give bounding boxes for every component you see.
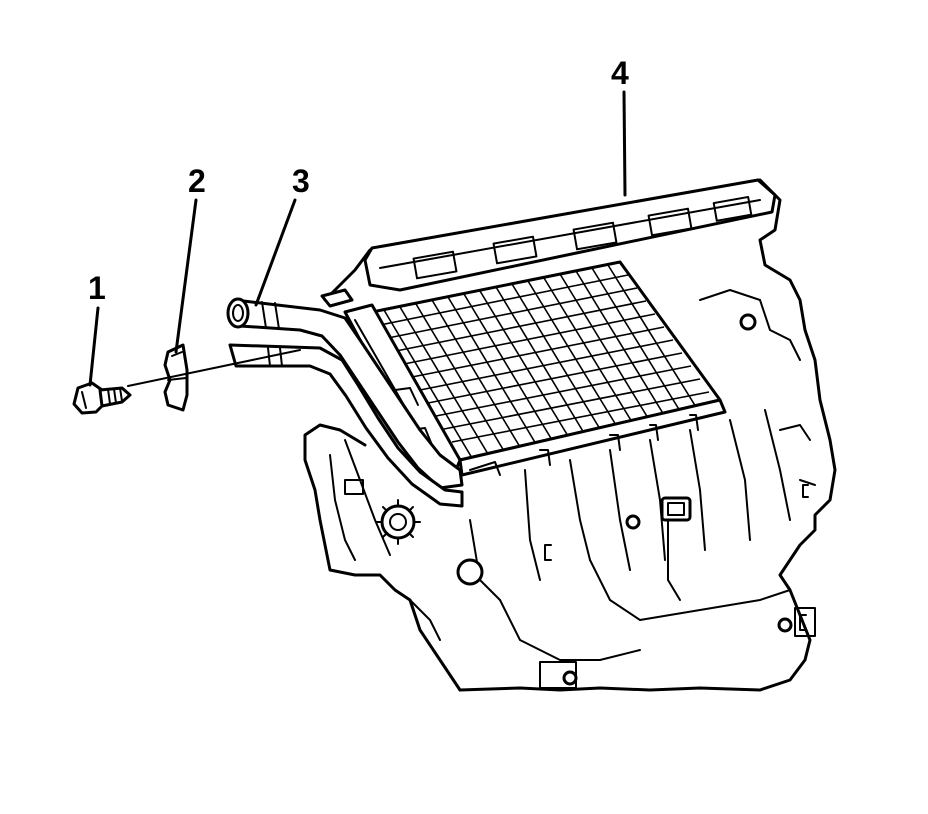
screw (72, 381, 132, 415)
actuator-gear (375, 499, 421, 545)
leader-line-1 (88, 306, 100, 387)
leader-line-2 (174, 198, 198, 354)
heater-core (343, 178, 777, 482)
hvac-module-housing (303, 178, 837, 692)
heater-core-pipes (226, 288, 464, 508)
leader-line-4 (622, 90, 627, 197)
callout-number-2: 2 (188, 163, 206, 199)
installation-axis-line (127, 349, 301, 387)
heater-core-fins (379, 264, 710, 459)
callout-number-3: 3 (292, 163, 310, 199)
leader-line-3 (254, 198, 297, 307)
callout-number-4: 4 (611, 55, 629, 91)
clamp (163, 343, 189, 412)
callout-number-1: 1 (88, 270, 106, 306)
